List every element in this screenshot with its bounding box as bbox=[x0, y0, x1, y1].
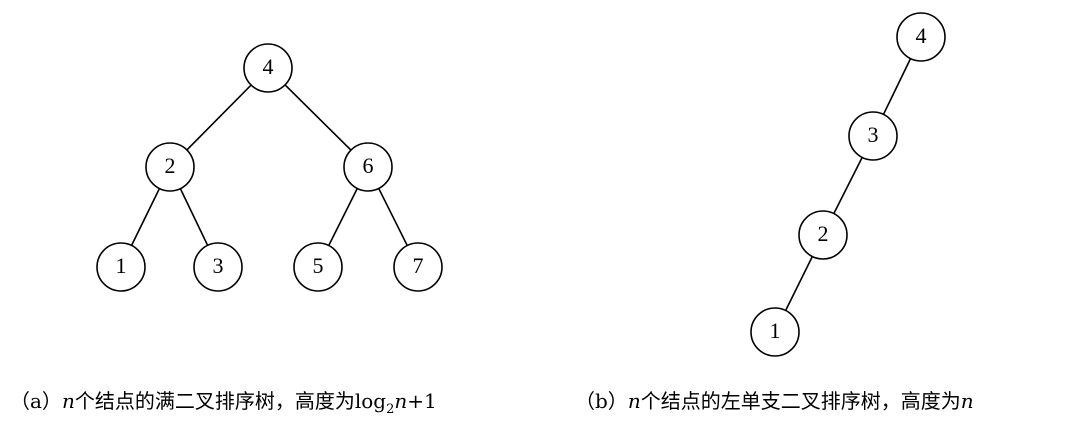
node-circle bbox=[896, 12, 946, 62]
node-label: 7 bbox=[413, 253, 424, 278]
caption-b-n2: n bbox=[960, 389, 974, 413]
node-circle bbox=[750, 307, 800, 357]
tree-node-b2: 2 bbox=[798, 210, 848, 260]
node-circle bbox=[145, 142, 195, 192]
tree-node-a2: 2 bbox=[145, 142, 195, 192]
tree-node-a3: 3 bbox=[193, 242, 243, 292]
node-circle bbox=[848, 111, 898, 161]
node-circle bbox=[343, 142, 393, 192]
node-circle bbox=[798, 210, 848, 260]
caption-a-log-base: 2 bbox=[386, 402, 395, 417]
caption-a-text: 个结点的满二叉排序树，高度为log bbox=[74, 389, 387, 413]
caption-b-text: 个结点的左单支二叉排序树，高度为 bbox=[640, 389, 961, 413]
caption-a-suffix: +1 bbox=[407, 389, 437, 413]
node-label: 3 bbox=[868, 122, 879, 147]
node-circle bbox=[293, 242, 343, 292]
node-label: 4 bbox=[263, 54, 274, 79]
nodes-layer: 4 2 6 1 3 5 7 4 3 2 1 bbox=[96, 12, 946, 357]
node-circle bbox=[96, 242, 146, 292]
caption-a-n2: n bbox=[394, 389, 408, 413]
tree-node-a1: 1 bbox=[96, 242, 146, 292]
tree-node-a6: 6 bbox=[343, 142, 393, 192]
node-circle bbox=[243, 43, 293, 93]
node-label: 2 bbox=[165, 153, 176, 178]
node-circle bbox=[393, 242, 443, 292]
node-label: 4 bbox=[916, 23, 927, 48]
caption-a-prefix: （a） bbox=[10, 389, 62, 413]
node-label: 6 bbox=[363, 153, 374, 178]
tree-node-b4: 4 bbox=[896, 12, 946, 62]
caption-b-prefix: （b） bbox=[575, 389, 628, 413]
tree-node-b1: 1 bbox=[750, 307, 800, 357]
caption-left-skewed-bst: （b）n个结点的左单支二叉排序树，高度为n bbox=[575, 391, 974, 411]
tree-node-a4: 4 bbox=[243, 43, 293, 93]
node-label: 2 bbox=[818, 221, 829, 246]
edges-layer bbox=[120, 36, 922, 333]
node-label: 5 bbox=[313, 253, 324, 278]
caption-b-n: n bbox=[627, 389, 641, 413]
tree-node-a7: 7 bbox=[393, 242, 443, 292]
tree-node-a5: 5 bbox=[293, 242, 343, 292]
node-circle bbox=[193, 242, 243, 292]
node-label: 3 bbox=[213, 253, 224, 278]
node-label: 1 bbox=[770, 318, 781, 343]
tree-node-b3: 3 bbox=[848, 111, 898, 161]
caption-a-n: n bbox=[61, 389, 75, 413]
caption-full-bst: （a）n个结点的满二叉排序树，高度为log2n+1 bbox=[10, 391, 437, 416]
node-label: 1 bbox=[116, 253, 127, 278]
